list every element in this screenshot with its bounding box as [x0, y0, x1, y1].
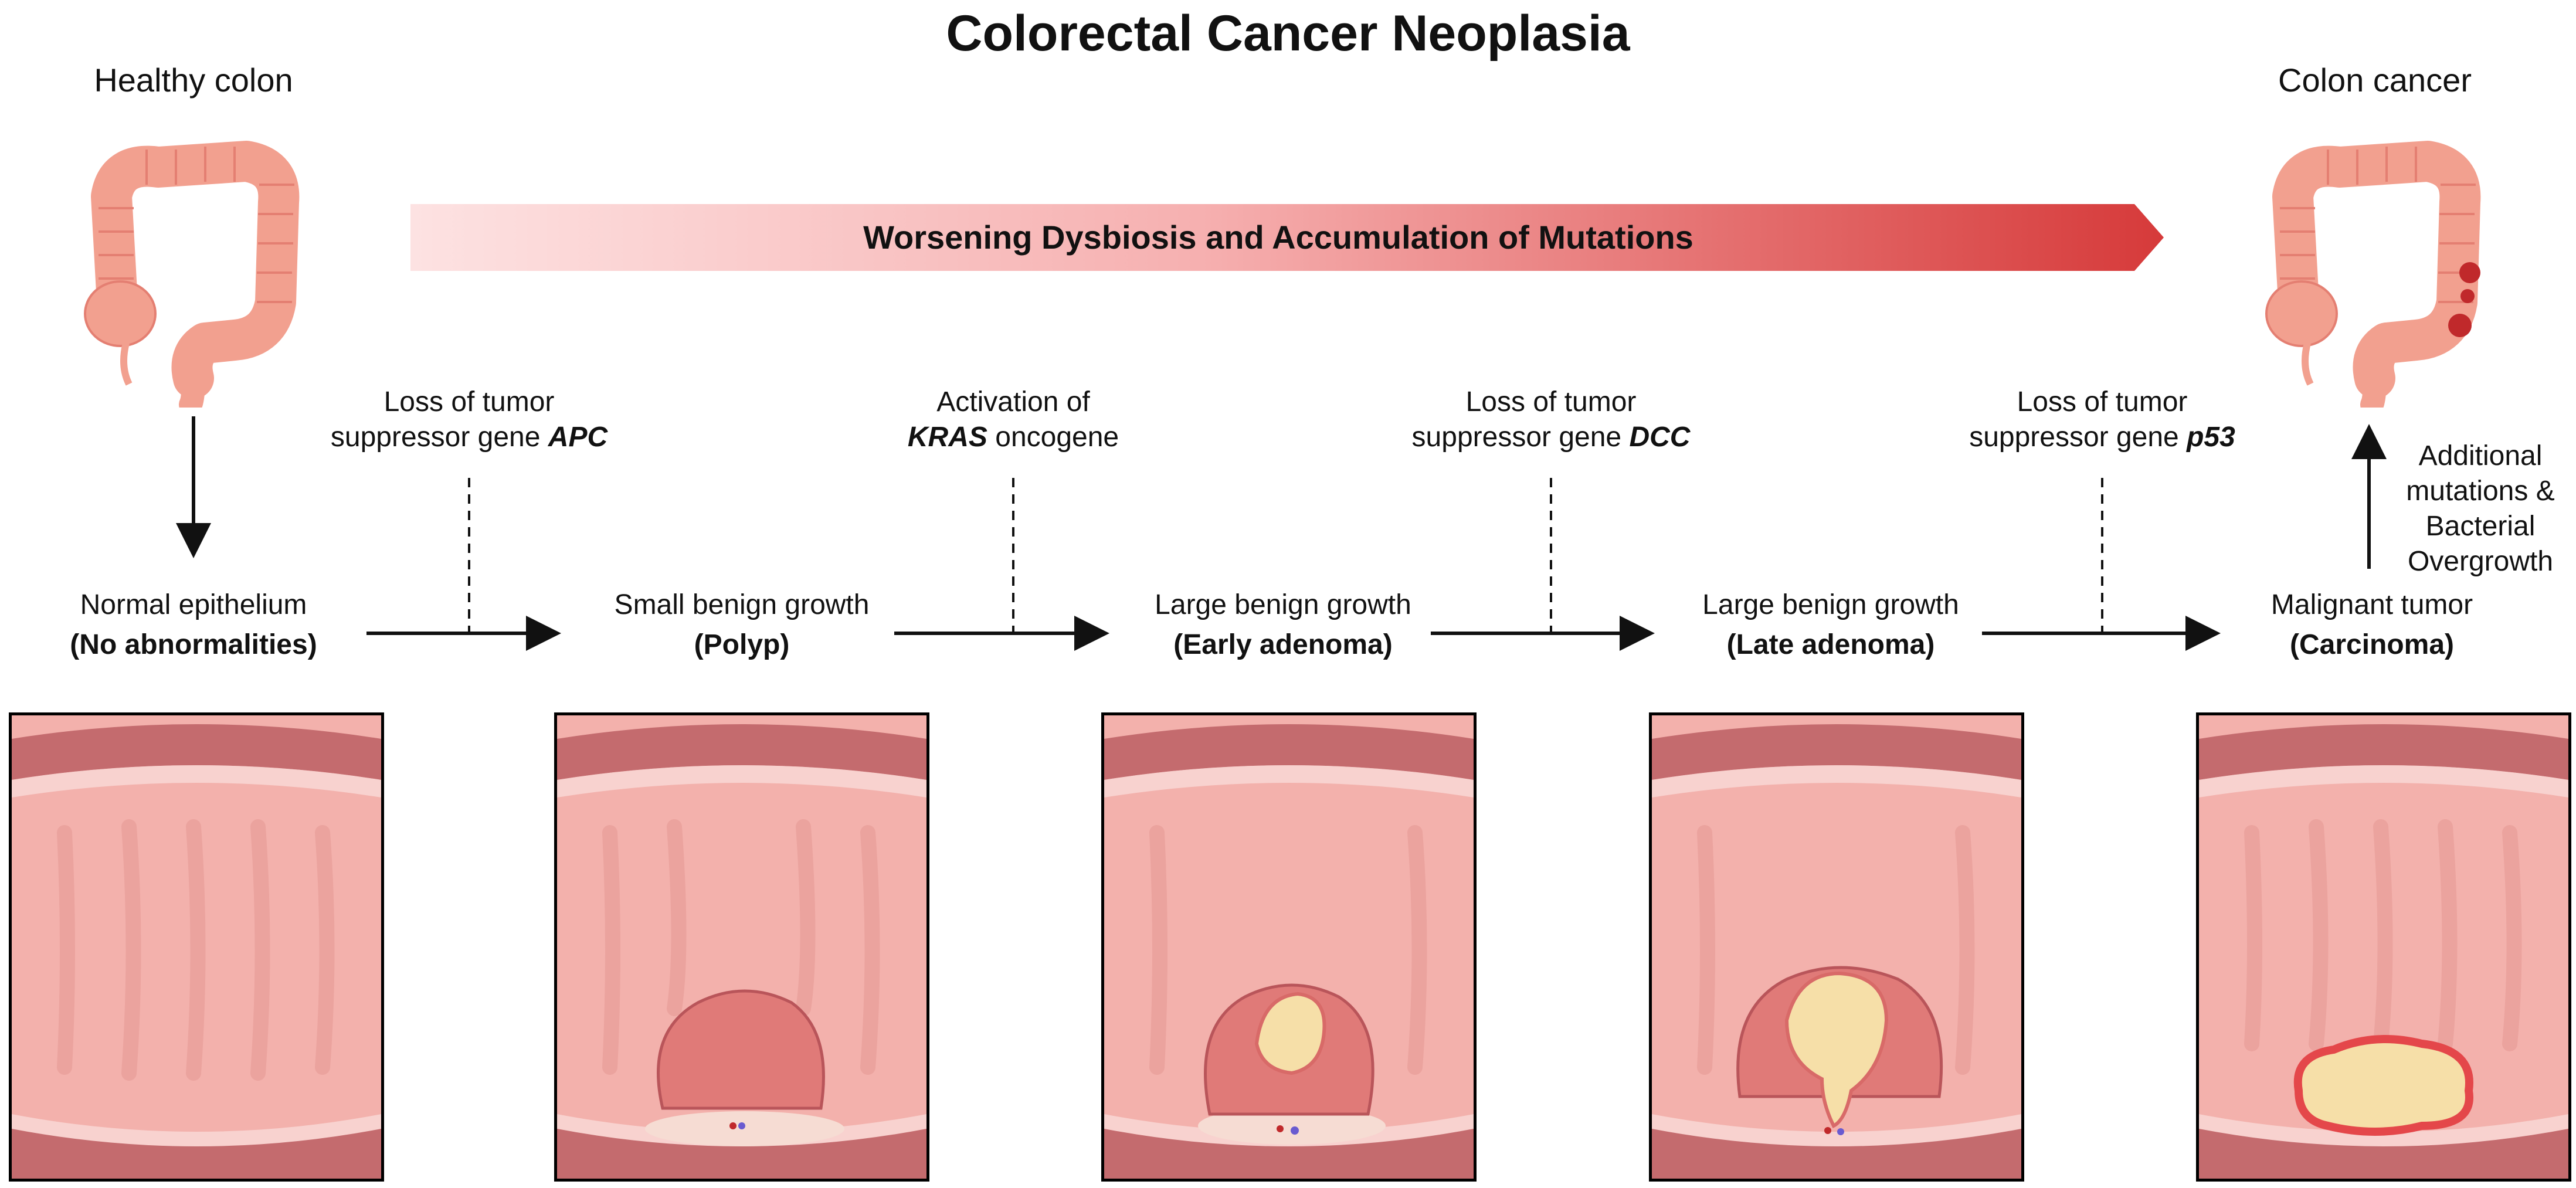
healthy-colon-label: Healthy colon — [94, 62, 293, 99]
panel-late-adenoma — [1649, 712, 2024, 1182]
panel-polyp — [554, 712, 929, 1182]
tissue-early-adenoma-illustration — [1104, 715, 1474, 1179]
stage-label-early-adenoma: Large benign growth(Early adenoma) — [1155, 589, 1411, 660]
mutation-label-p53: Loss of tumor suppressor gene p53 — [1969, 386, 2235, 453]
stage-label-carcinoma: Malignant tumor(Carcinoma) — [2270, 589, 2473, 660]
cancer-colon-icon — [2265, 141, 2481, 408]
tissue-normal-illustration — [12, 715, 381, 1179]
figure-title: Colorectal Cancer Neoplasia — [946, 5, 1630, 62]
healthy-colon-icon — [84, 141, 300, 408]
stage-label-normal: Normal epithelium(No abnormalities) — [70, 589, 317, 660]
colon-cancer-label: Colon cancer — [2278, 62, 2472, 99]
panel-normal — [9, 712, 384, 1182]
progression-arrow — [410, 204, 2164, 271]
tissue-late-adenoma-illustration — [1652, 715, 2021, 1179]
progression-arrow-label: Worsening Dysbiosis and Accumulation of … — [863, 219, 1693, 256]
panel-early-adenoma — [1101, 712, 1477, 1182]
tissue-carcinoma-illustration — [2199, 715, 2568, 1179]
tissue-polyp-illustration — [557, 715, 926, 1179]
mutation-label-apc: Loss of tumor suppressor gene APC — [330, 386, 608, 453]
stage-label-polyp: Small benign growth(Polyp) — [614, 589, 870, 660]
mutation-label-kras: Activation of KRAS oncogene — [907, 386, 1119, 453]
additional-mutations-label: Additional mutations & Bacterial Overgro… — [2406, 440, 2555, 577]
mutation-label-dcc: Loss of tumor suppressor gene DCC — [1411, 386, 1691, 453]
panel-carcinoma — [2196, 712, 2571, 1182]
stage-label-late-adenoma: Large benign growth(Late adenoma) — [1702, 589, 1959, 660]
